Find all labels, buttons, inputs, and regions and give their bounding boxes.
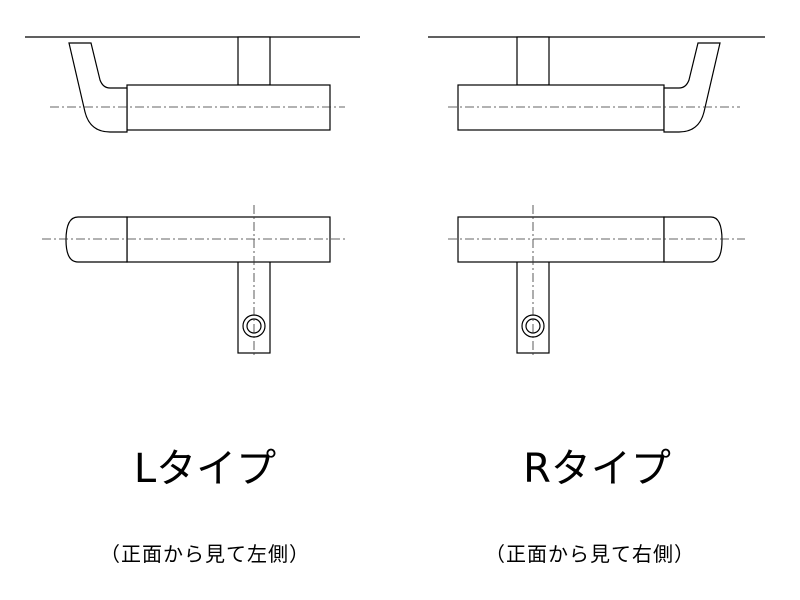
bar	[457, 84, 665, 131]
r-type-drawings	[428, 36, 765, 358]
end-cap	[663, 216, 723, 263]
r-type-note: （正面から見て右側）	[485, 542, 695, 566]
bent-end-cap	[663, 42, 721, 133]
l-type-note: （正面から見て左側）	[100, 542, 310, 566]
l-type-front-view	[42, 205, 345, 358]
bar	[126, 216, 331, 263]
bar	[126, 84, 331, 131]
l-type-drawings	[25, 36, 360, 358]
l-type-title: Lタイプ	[133, 446, 277, 492]
mounting-post	[237, 36, 271, 86]
r-type-title: Rタイプ	[523, 446, 671, 492]
bent-end-cap	[68, 42, 128, 133]
l-type-side-view	[25, 36, 360, 133]
mounting-post	[516, 36, 550, 86]
r-type-front-view	[448, 205, 745, 358]
end-cap	[65, 216, 128, 263]
r-type-side-view	[428, 36, 765, 133]
bar	[457, 216, 665, 263]
